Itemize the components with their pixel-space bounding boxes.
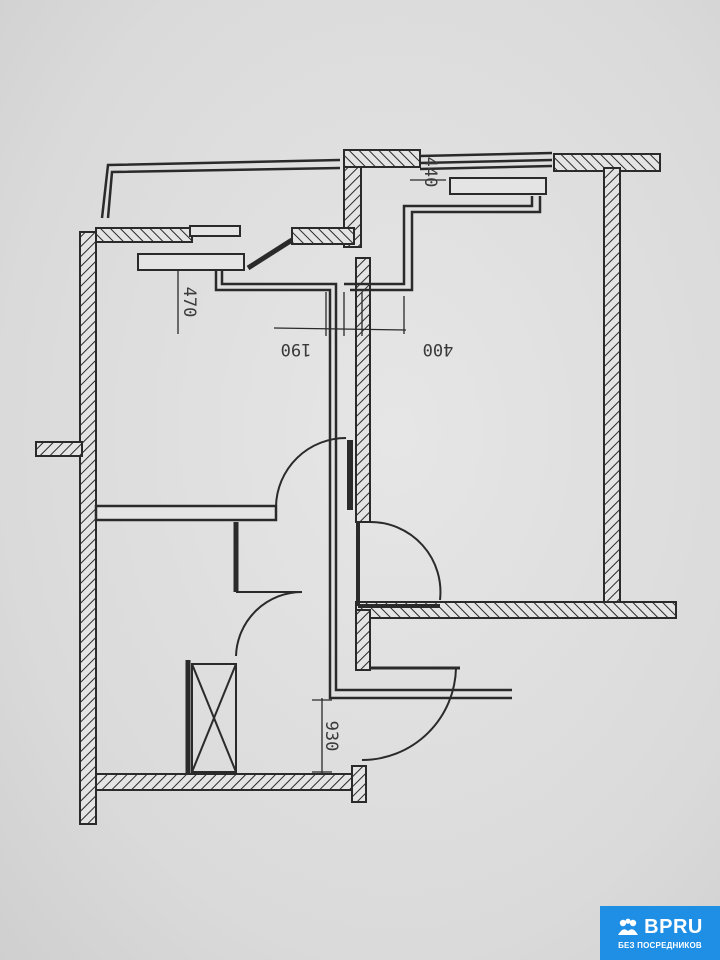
watermark-brand: BPRU — [644, 915, 703, 938]
window-rails — [137, 177, 547, 271]
dimension-bottom: 930 — [321, 721, 341, 752]
dimension-top-right: 440 — [420, 157, 440, 188]
dimension-labels: 440 470 190 400 930 — [179, 157, 453, 752]
dimension-left: 470 — [179, 287, 199, 318]
door-swings — [235, 237, 457, 761]
outer-walls — [35, 149, 677, 825]
wardrobe — [191, 663, 237, 773]
watermark-brand-row: BPRU — [600, 914, 720, 940]
people-icon — [618, 918, 639, 935]
watermark-slogan: БЕЗ ПОСРЕДНИКОВ — [618, 941, 702, 950]
dimension-center-right: 400 — [423, 339, 454, 359]
dimension-center-left: 190 — [281, 339, 312, 359]
dimension-lines — [177, 179, 446, 774]
thin-walls — [94, 151, 553, 774]
bpru-watermark[interactable]: BPRU БЕЗ ПОСРЕДНИКОВ — [600, 906, 720, 960]
